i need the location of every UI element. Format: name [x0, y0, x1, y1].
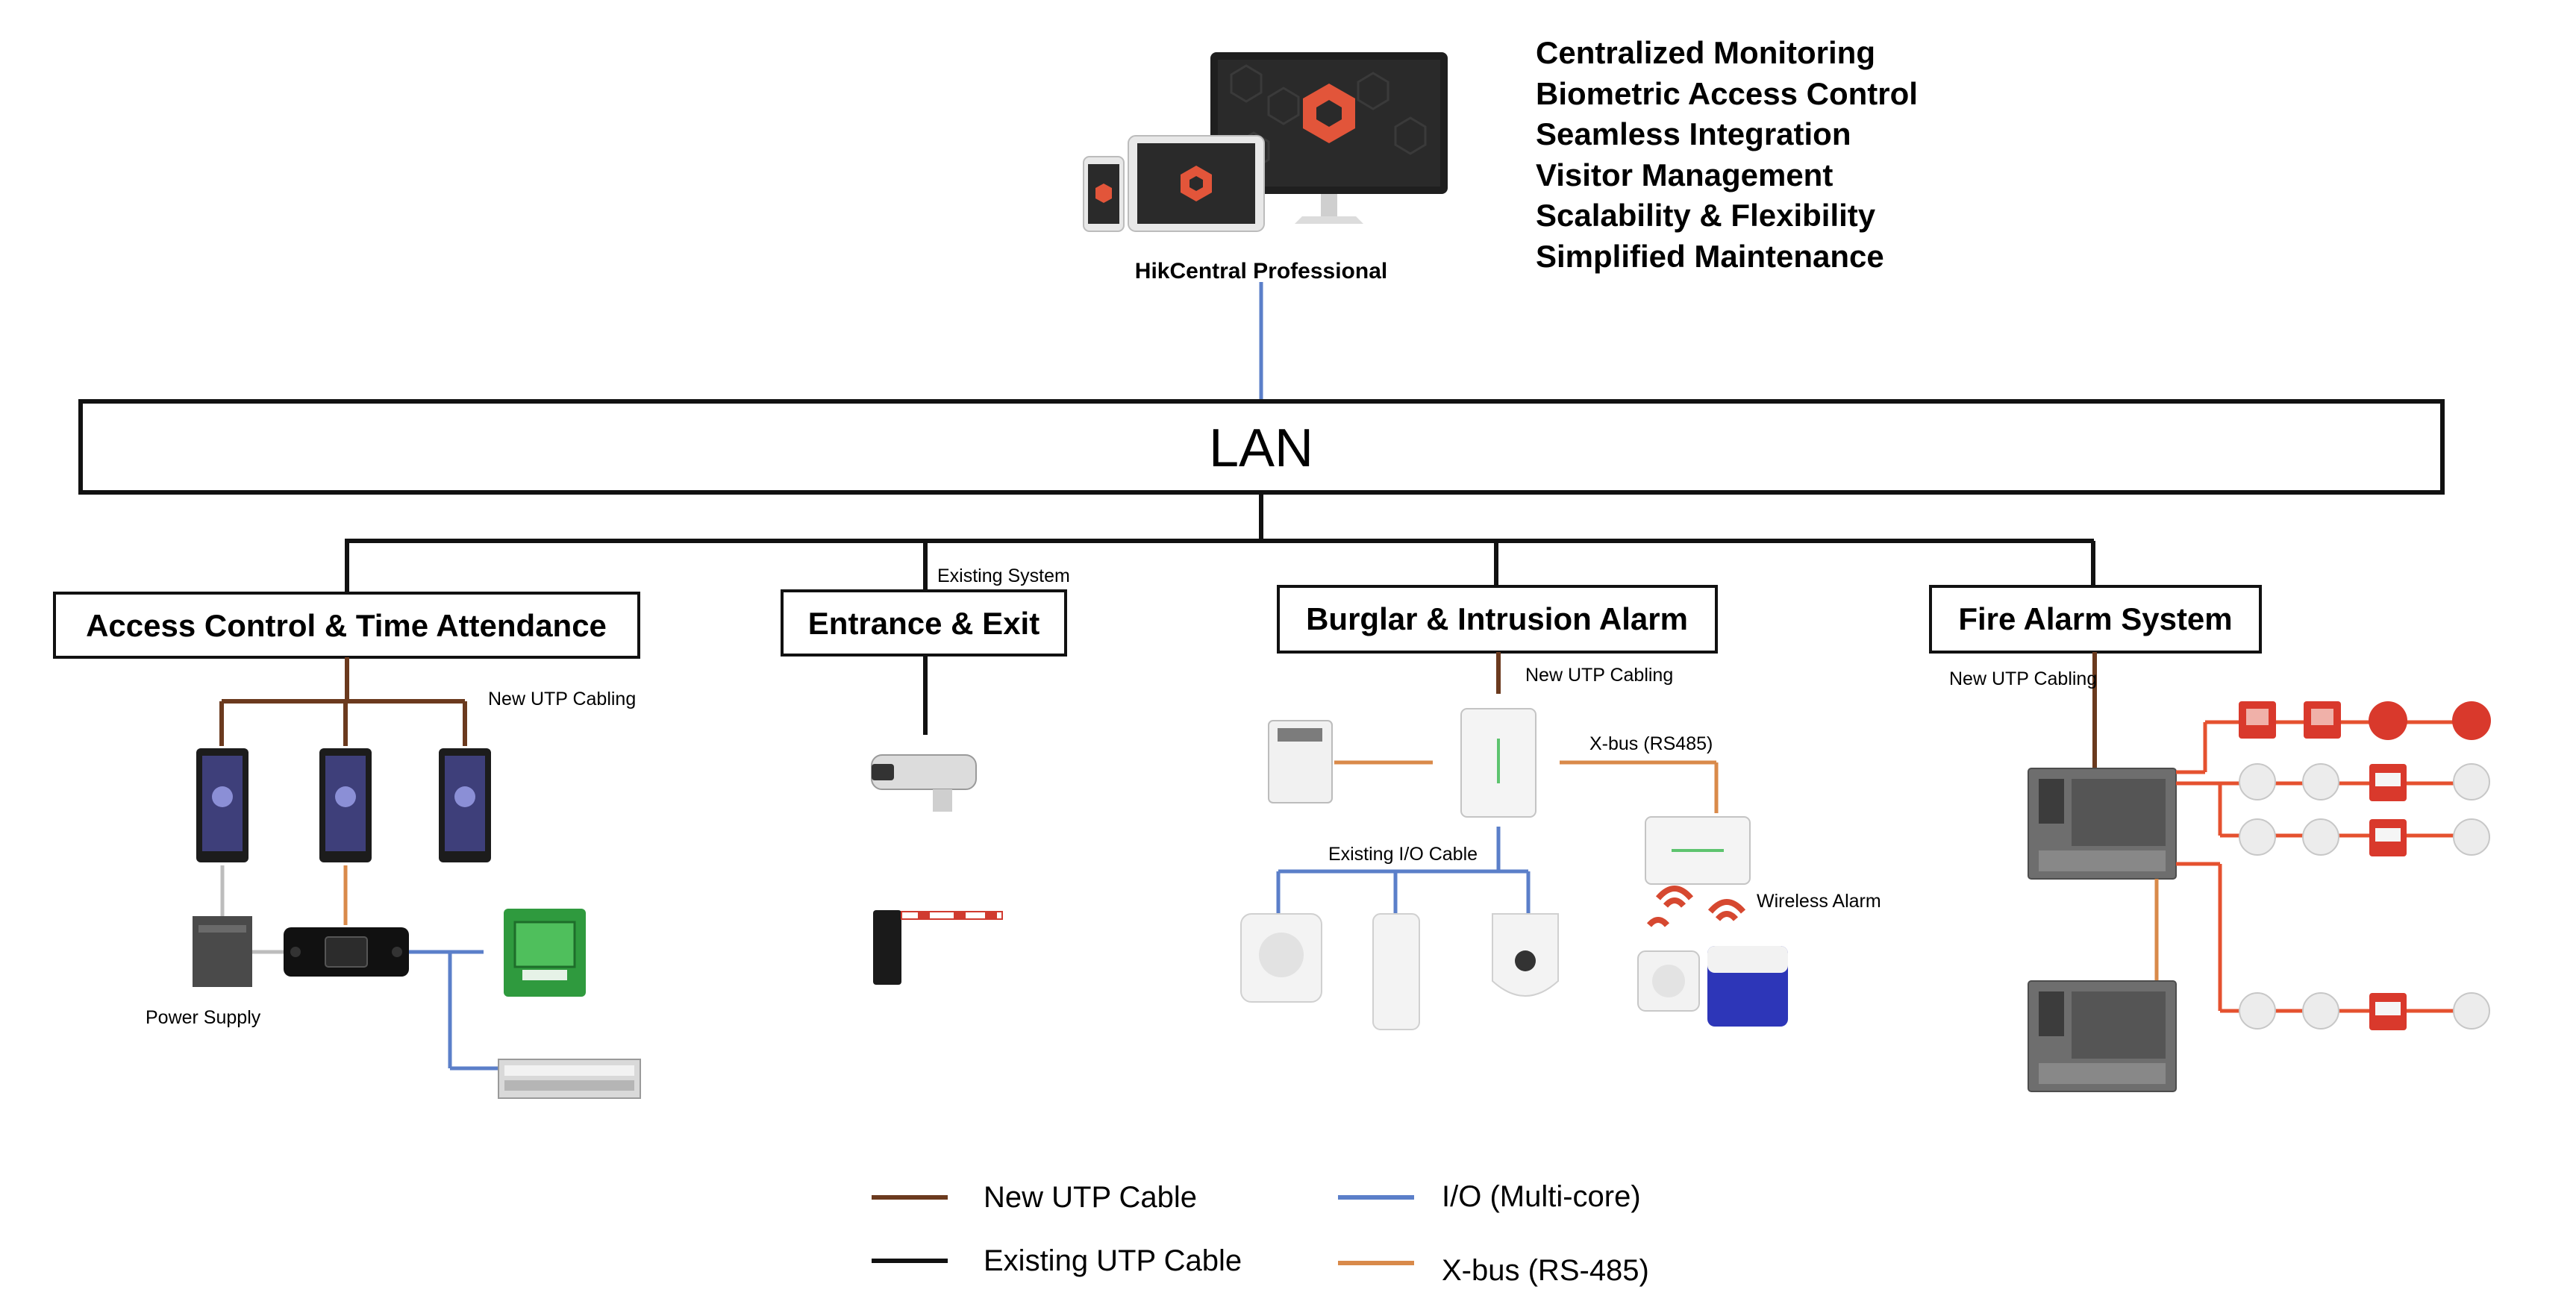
lan-label: LAN	[1209, 419, 1313, 478]
access-title-box: Access Control & Time Attendance	[53, 592, 640, 659]
smoke-detector-icon	[2239, 818, 2276, 856]
fire-title: Fire Alarm System	[1958, 601, 2232, 636]
smoke-detector-icon	[2302, 818, 2339, 856]
face-terminal-icon	[439, 748, 491, 862]
legend-label: Existing UTP Cable	[984, 1244, 1242, 1277]
smoke-detector-icon	[2453, 763, 2490, 800]
magnetic-lock-icon	[498, 1059, 641, 1099]
smoke-detector-icon	[2239, 992, 2276, 1030]
monitor-icon	[1210, 52, 1448, 224]
access-title: Access Control & Time Attendance	[86, 608, 607, 643]
feature-list: Centralized Monitoring Biometric Access …	[1536, 35, 1918, 274]
wireless-receiver-icon	[1645, 816, 1751, 885]
lan-distribution-lines	[345, 492, 2095, 593]
feature-item: Centralized Monitoring	[1536, 35, 1875, 70]
fire-bell-icon	[2452, 701, 2491, 740]
hikcentral-devices	[1083, 52, 1448, 232]
legend-label: I/O (Multi-core)	[1442, 1180, 1641, 1213]
fire-panel-icon	[2028, 768, 2177, 880]
entrance-title: Entrance & Exit	[808, 606, 1040, 641]
entrance-title-box: Entrance & Exit	[781, 589, 1067, 657]
pir-camera-icon	[1492, 913, 1559, 997]
existing-system-label: Existing System	[937, 565, 1070, 586]
smoke-detector-icon	[2302, 992, 2339, 1030]
feature-item: Scalability & Flexibility	[1536, 198, 1876, 233]
legend-label: X-bus (RS-485)	[1442, 1254, 1649, 1287]
fire-title-box: Fire Alarm System	[1929, 585, 2262, 654]
wireless-signal-icon	[1646, 886, 1746, 927]
burglar-title-box: Burglar & Intrusion Alarm	[1277, 585, 1718, 654]
feature-item: Simplified Maintenance	[1536, 239, 1884, 274]
access-controller-icon	[284, 927, 409, 977]
manual-call-point-icon	[2304, 701, 2341, 739]
fire-module-icon	[2369, 993, 2407, 1030]
lan-bar	[78, 399, 2445, 495]
feature-item: Visitor Management	[1536, 157, 1833, 192]
hikcentral-label: HikCentral Professional	[1135, 259, 1387, 283]
fire-module-icon	[2369, 819, 2407, 856]
keypad-icon	[1268, 720, 1333, 803]
power-supply-icon	[193, 916, 252, 987]
siren-icon	[1707, 946, 1788, 1027]
smoke-detector-icon	[2453, 992, 2490, 1030]
fire-panel-icon	[2028, 980, 2177, 1092]
smoke-detector-icon	[2453, 818, 2490, 856]
legend: New UTP Cable Existing UTP Cable I/O (Mu…	[872, 1180, 1649, 1287]
feature-item: Seamless Integration	[1536, 116, 1851, 151]
heat-detector-icon	[1637, 950, 1700, 1012]
access-utp-lines	[219, 657, 467, 746]
burglar-cabling-label: New UTP Cabling	[1525, 665, 1673, 686]
feature-item: Biometric Access Control	[1536, 76, 1918, 111]
wireless-alarm-label: Wireless Alarm	[1757, 891, 1881, 912]
barrier-gate-icon	[873, 910, 1003, 985]
face-terminal-icon	[196, 748, 248, 862]
face-terminal-icon	[319, 748, 372, 862]
burglar-title: Burglar & Intrusion Alarm	[1306, 601, 1688, 636]
fire-module-icon	[2369, 764, 2407, 801]
io-cable-label: Existing I/O Cable	[1328, 844, 1478, 865]
access-cabling-label: New UTP Cabling	[488, 689, 636, 709]
fire-cabling-label: New UTP Cabling	[1949, 668, 2097, 689]
fire-bell-icon	[2369, 701, 2407, 740]
pir-sensor-icon	[1372, 913, 1420, 1030]
phone-icon	[1083, 156, 1125, 232]
access-io-lines	[409, 950, 498, 1071]
hub-xbus-lines	[1560, 760, 1719, 813]
manual-call-point-icon	[2239, 701, 2276, 739]
emergency-button-icon	[504, 909, 586, 997]
burglar-io-lines	[1276, 827, 1531, 914]
tablet-icon	[1128, 135, 1265, 232]
glass-break-sensor-icon	[1240, 913, 1322, 1003]
xbus-label: X-bus (RS485)	[1589, 733, 1713, 754]
anpr-camera-icon	[871, 754, 977, 812]
smoke-detector-icon	[2302, 763, 2339, 800]
smoke-detector-icon	[2239, 763, 2276, 800]
legend-label: New UTP Cable	[984, 1181, 1197, 1214]
power-supply-label: Power Supply	[146, 1007, 261, 1028]
alarm-hub-icon	[1460, 708, 1536, 818]
